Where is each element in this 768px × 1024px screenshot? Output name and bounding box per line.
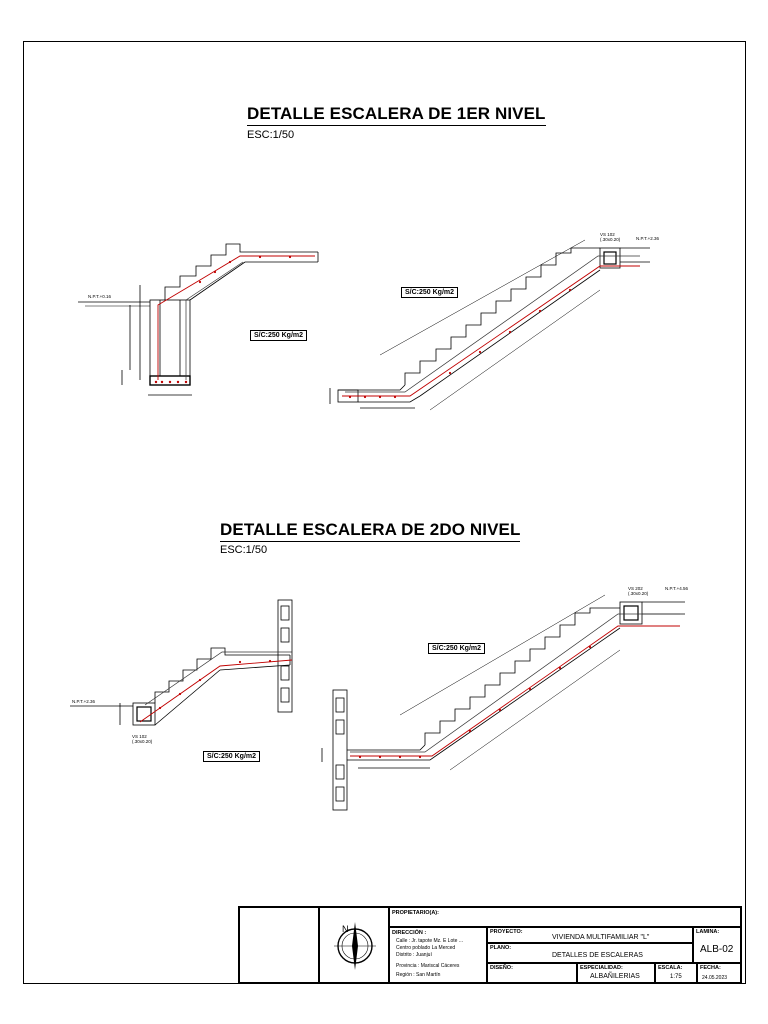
north-arrow-cell: N — [319, 907, 389, 983]
escala-cell: ESCALA: 1:75 — [655, 963, 697, 983]
proyecto-cell: PROYECTO: VIVIENDA MULTIFAMILIAR "L" — [487, 927, 693, 943]
section2-level-label-left: N.P.T.+2.36 — [72, 699, 96, 704]
section1-level-label-right: N.P.T.+2.36 — [636, 236, 660, 241]
direccion-cell: DIRECCIÓN : Calle : Jr. tapote Mz. E Lot… — [389, 927, 487, 983]
section2-right-stair — [321, 594, 685, 811]
direccion-label: DIRECCIÓN : — [392, 930, 427, 936]
lamina-value: ALB-02 — [700, 944, 734, 955]
section2-beam-label-left: VS 102(.30x0.20) — [132, 734, 153, 744]
lamina-label: LAMINA: — [696, 929, 720, 935]
section2-level-label-right: N.P.T.+4.56 — [665, 586, 689, 591]
proyecto-value: VIVIENDA MULTIFAMILIAR "L" — [552, 934, 650, 941]
section1-title: DETALLE ESCALERA DE 1ER NIVEL — [247, 104, 546, 126]
direccion-line-2: Centro poblado La Merced — [396, 945, 456, 951]
section1-level-label: N.P.T.+0.16 — [88, 294, 112, 299]
section2-beam-label-right: VS 202(.30x0.20) — [628, 586, 649, 596]
escala-value: 1:75 — [670, 974, 682, 980]
especialidad-label: ESPECIALIDAD: — [580, 965, 623, 971]
fecha-label: FECHA: — [700, 965, 721, 971]
logo-cell — [239, 907, 319, 983]
section1-load-label-left: S/C:250 Kg/m2 — [250, 330, 308, 341]
section1-left-stair — [78, 243, 319, 396]
especialidad-value: ALBAÑILERIAS — [590, 973, 640, 980]
north-arrow-icon: N — [334, 922, 376, 970]
especialidad-cell: ESPECIALIDAD: ALBAÑILERIAS — [577, 963, 655, 983]
section1-beam-label: VS 102(.30x0.20) — [600, 232, 621, 242]
section2-left-stair — [70, 599, 293, 726]
section1-scale: ESC:1/50 — [247, 129, 295, 141]
section2-load-label-left: S/C:250 Kg/m2 — [203, 751, 261, 762]
title-block: N PROPIETARIO(A): DIRECCIÓN : Calle : Jr… — [238, 906, 742, 984]
level-labels: N.P.T.+0.16 N.P.T.+2.36 VS 102(.30x0.20)… — [72, 232, 689, 744]
fecha-cell: FECHA: 24.05.2023 — [697, 963, 741, 983]
proyecto-label: PROYECTO: — [490, 929, 523, 935]
fecha-value: 24.05.2023 — [702, 975, 728, 981]
rebar-dots — [154, 255, 592, 759]
diseno-label: DISEÑO: — [490, 965, 513, 971]
direccion-line-5: Región : San Martín — [396, 972, 441, 978]
section2-title: DETALLE ESCALERA DE 2DO NIVEL — [220, 520, 521, 542]
escala-label: ESCALA: — [658, 965, 683, 971]
propietario-label: PROPIETARIO(A): — [392, 910, 439, 916]
lamina-cell: LAMINA: ALB-02 — [693, 927, 741, 963]
section1-right-stair — [329, 239, 650, 411]
direccion-line-4: Provincia : Mariscal Cáceres — [396, 963, 460, 969]
svg-text:N: N — [342, 924, 349, 934]
direccion-line-1: Calle : Jr. tapote Mz. E Lote ... — [396, 938, 463, 944]
plano-value: DETALLES DE ESCALERAS — [552, 952, 643, 959]
propietario-cell: PROPIETARIO(A): — [389, 907, 741, 927]
direccion-line-3: Distrito : Juanjuí — [396, 952, 432, 958]
plano-label: PLANO: — [490, 945, 512, 951]
plano-cell: PLANO: DETALLES DE ESCALERAS — [487, 943, 693, 963]
section2-scale: ESC:1/50 — [220, 544, 268, 556]
diseno-cell: DISEÑO: — [487, 963, 577, 983]
section2-load-label-right: S/C:250 Kg/m2 — [428, 643, 486, 654]
section1-load-label-right: S/C:250 Kg/m2 — [401, 287, 459, 298]
